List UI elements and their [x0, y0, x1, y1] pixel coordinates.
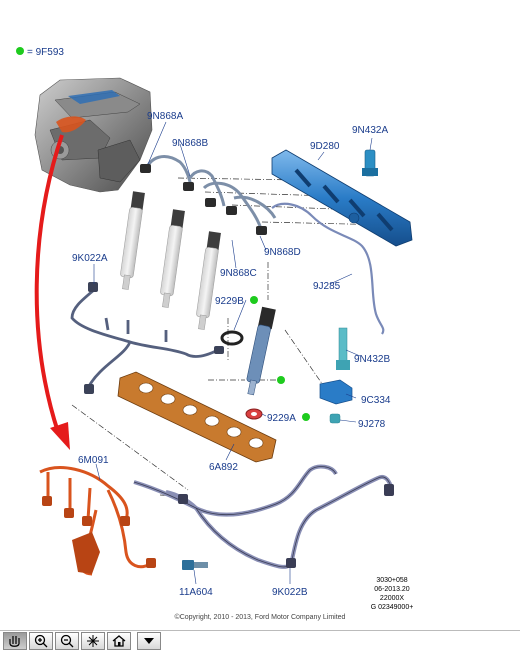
label-9229a: 9229A — [267, 413, 296, 424]
engine-wiring-loom — [133, 464, 394, 569]
fit-to-window-button[interactable] — [81, 632, 105, 650]
intake-gasket — [117, 371, 277, 463]
pan-tool-button[interactable] — [3, 632, 27, 650]
label-9k022b: 9K022B — [272, 587, 308, 598]
pressure-sensor-lower — [336, 327, 350, 370]
fuel-line-caps — [140, 164, 267, 235]
injector-fuel-lines — [143, 155, 277, 233]
engine-thumbnail — [34, 77, 153, 193]
label-9229b: 9229B — [215, 296, 244, 307]
fuel-rail — [271, 149, 413, 247]
legend: = 9F593 — [16, 47, 64, 58]
label-6m091: 6M091 — [78, 455, 109, 466]
red-reference-arrow — [34, 134, 70, 450]
dropdown-arrow-icon — [144, 638, 154, 644]
document-reference: 3030+058 06-2013.20 22000X G 02349000+ — [364, 576, 420, 612]
high-pressure-connector — [319, 379, 353, 424]
return-pipe — [271, 202, 385, 335]
doc-ref-line-1: 3030+058 — [376, 577, 408, 584]
label-9n432b: 9N432B — [354, 354, 391, 365]
doc-ref-line-4: G 02349000+ — [370, 604, 414, 611]
zoom-in-button[interactable] — [29, 632, 53, 650]
label-9n432a: 9N432A — [352, 125, 389, 136]
zoom-in-icon — [34, 634, 48, 648]
harness-connectors — [84, 282, 224, 394]
label-9d280: 9D280 — [310, 141, 340, 152]
home-icon — [112, 635, 126, 647]
label-9n868c: 9N868C — [220, 268, 257, 279]
zoom-out-button[interactable] — [55, 632, 79, 650]
label-9k022a: 9K022A — [72, 253, 108, 264]
injector-wiring-harness — [70, 288, 219, 389]
copyright-notice: ©Copyright, 2010 - 2013, Ford Motor Comp… — [174, 614, 346, 621]
label-9n868b: 9N868B — [172, 138, 209, 149]
sensor-11a604 — [182, 560, 208, 570]
label-9c334: 9C334 — [361, 395, 391, 406]
label-leaders — [93, 121, 373, 585]
exploded-parts-diagram — [34, 77, 413, 585]
loom-clips — [178, 484, 394, 568]
doc-ref-line-3: 22000X — [379, 595, 405, 602]
pressure-sensor-top — [362, 149, 378, 177]
legend-text: = 9F593 — [27, 47, 64, 58]
loom-outline — [133, 466, 393, 568]
menu-dropdown-button[interactable] — [137, 632, 161, 650]
label-9n868d: 9N868D — [264, 247, 301, 258]
label-9n868a: 9N868A — [147, 111, 184, 122]
label-9j285: 9J285 — [313, 281, 341, 292]
marker-dot-icon — [250, 296, 258, 304]
marker-dot-icon — [277, 376, 285, 384]
label-6a892: 6A892 — [209, 462, 238, 473]
zoom-out-icon — [60, 634, 74, 648]
fit-icon — [87, 635, 99, 647]
doc-ref-line-2: 06-2013.20 — [374, 586, 410, 593]
home-button[interactable] — [107, 632, 131, 650]
marker-dot-icon — [302, 413, 310, 421]
label-11a604: 11A604 — [179, 587, 213, 598]
legend-dot-icon — [16, 47, 24, 56]
hand-icon — [9, 636, 20, 647]
viewer-toolbar — [0, 630, 520, 651]
injectors — [120, 191, 276, 396]
label-9j278: 9J278 — [358, 419, 386, 430]
harness-plugs — [42, 496, 156, 574]
